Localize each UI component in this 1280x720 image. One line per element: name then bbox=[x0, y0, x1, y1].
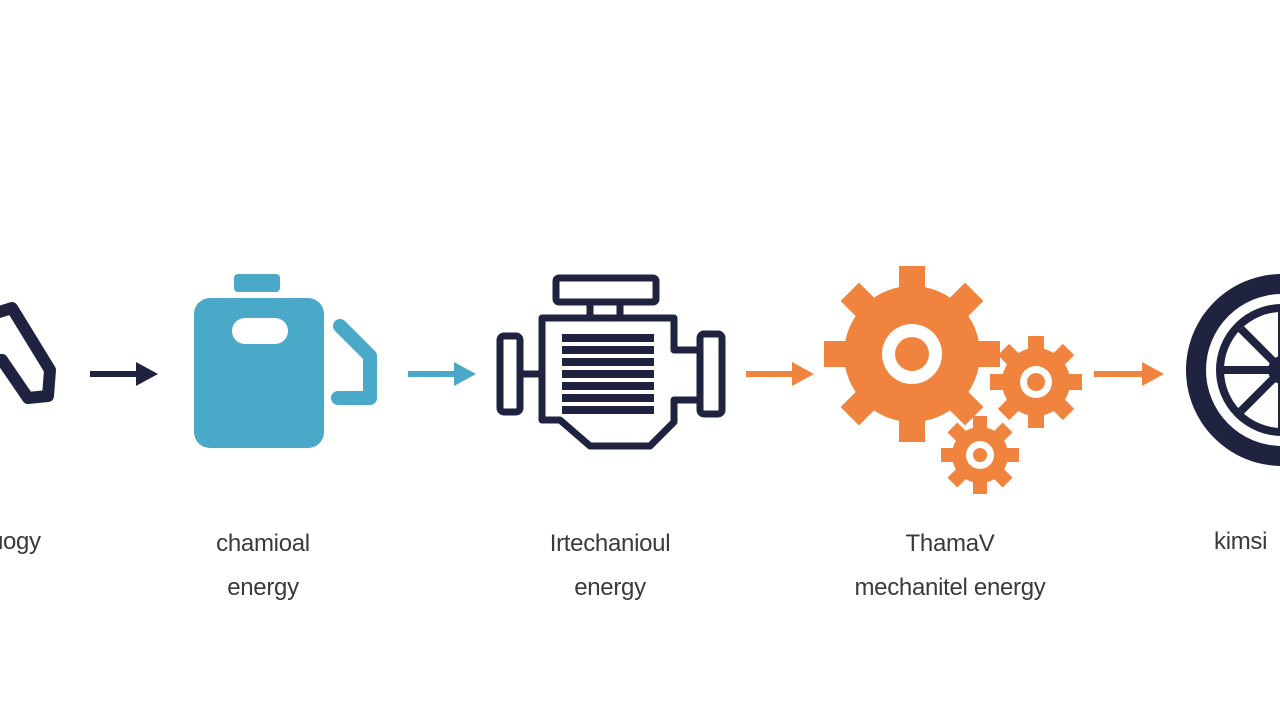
arrow-3 bbox=[746, 362, 814, 386]
step-label-4: ThamaV mechanitel energy bbox=[820, 522, 1080, 610]
step-label-2-line-1: chamioal bbox=[216, 530, 310, 557]
step-label-3: Irtechanioul energy bbox=[510, 522, 710, 610]
small-gear-icon bbox=[941, 416, 1019, 494]
step-label-3-line-1: Irtechanioul bbox=[549, 530, 671, 557]
fuel-nozzle-icon bbox=[0, 302, 56, 404]
arrow-4 bbox=[1094, 362, 1164, 386]
step-label-2: chamioal energy bbox=[163, 522, 363, 610]
step-label-2-line-2: energy bbox=[227, 574, 299, 601]
step-label-3-line-2: energy bbox=[574, 574, 646, 601]
gears-icon bbox=[824, 266, 1082, 494]
engine-icon bbox=[496, 274, 726, 450]
wheel-icon bbox=[1186, 274, 1280, 466]
step-label-5-line-1: kimsi bbox=[1214, 528, 1268, 555]
step-label-4-line-2: mechanitel energy bbox=[854, 574, 1046, 601]
large-gear-icon bbox=[824, 266, 1000, 442]
fuel-can-icon bbox=[194, 274, 377, 448]
step-label-4-line-1: ThamaV bbox=[905, 530, 995, 557]
medium-gear-icon bbox=[990, 336, 1082, 428]
step-label-1: ɴogy bbox=[0, 520, 60, 564]
step-label-1-line-1: ɴogy bbox=[0, 528, 41, 555]
step-label-5: kimsi bbox=[1214, 520, 1280, 564]
arrow-1 bbox=[90, 362, 158, 386]
arrow-2 bbox=[408, 362, 476, 386]
